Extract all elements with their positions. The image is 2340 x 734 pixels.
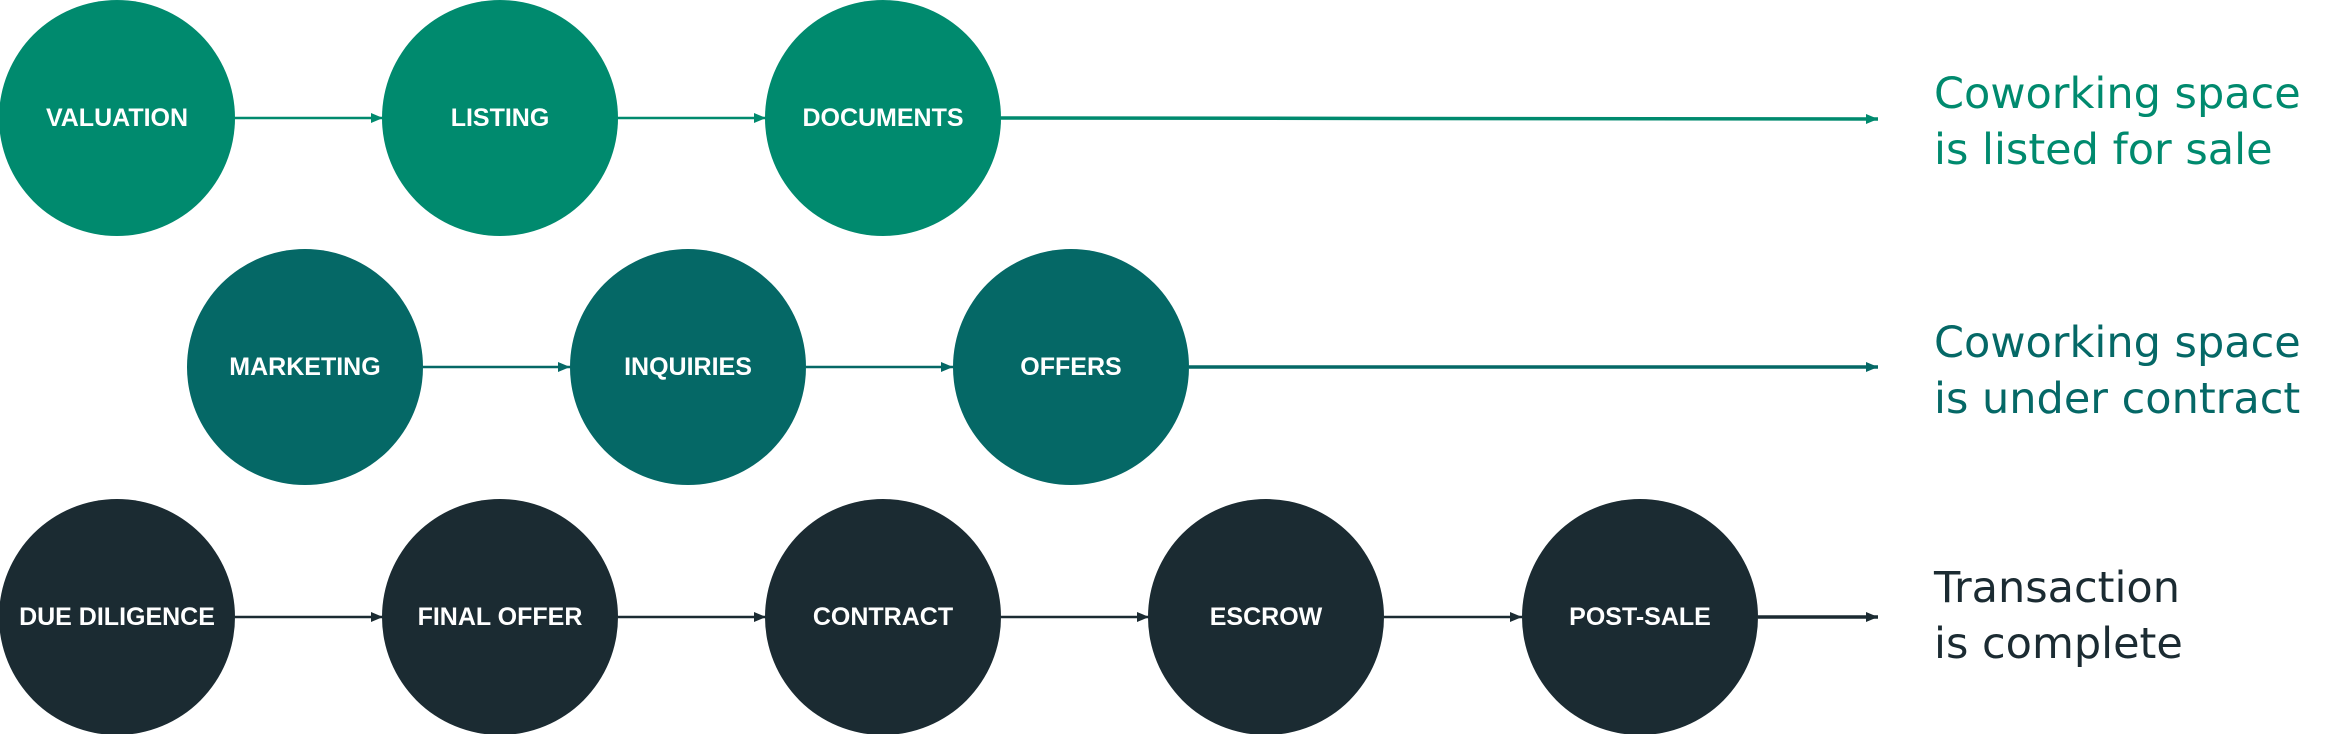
outcome-line: is complete	[1934, 619, 2183, 669]
outcome-transaction-complete: Transaction is complete	[1934, 560, 2183, 672]
stage-node-final-offer: FINAL OFFER	[382, 499, 618, 734]
stage-circle	[1522, 499, 1758, 734]
outcome-under-contract: Coworking space is under contract	[1934, 315, 2301, 427]
stage-label: MARKETING	[229, 353, 380, 381]
stage-node-due-diligence: DUE DILIGENCE	[0, 499, 235, 734]
stage-label: VALUATION	[46, 104, 188, 132]
stage-circle	[953, 249, 1189, 485]
outcome-line: is listed for sale	[1934, 125, 2273, 175]
stage-label: FINAL OFFER	[418, 603, 583, 631]
stage-label: POST-SALE	[1569, 603, 1711, 631]
stage-circle	[765, 499, 1001, 734]
outcome-line: Transaction	[1934, 563, 2180, 613]
stage-circle	[382, 0, 618, 236]
stage-node-escrow: ESCROW	[1148, 499, 1384, 734]
outcome-line: is under contract	[1934, 374, 2301, 424]
stage-node-listing: LISTING	[382, 0, 618, 236]
outcome-line: Coworking space	[1934, 318, 2301, 368]
stage-node-offers: OFFERS	[953, 249, 1189, 485]
stage-circle	[0, 0, 235, 236]
stage-label: DUE DILIGENCE	[19, 603, 215, 631]
row-under-contract: MARKETING INQUIRIES OFFERS	[187, 249, 1878, 485]
outcome-arrow	[1000, 113, 1879, 124]
stage-label: DOCUMENTS	[802, 104, 963, 132]
stage-node-marketing: MARKETING	[187, 249, 423, 485]
stage-circle	[1148, 499, 1384, 734]
stage-label: ESCROW	[1210, 603, 1323, 631]
outcome-line: Coworking space	[1934, 69, 2301, 119]
stage-circle	[765, 0, 1001, 236]
stage-circle	[570, 249, 806, 485]
stage-node-documents: DOCUMENTS	[765, 0, 1001, 236]
stage-label: LISTING	[451, 104, 550, 132]
stage-circle	[187, 249, 423, 485]
outcome-listed-for-sale: Coworking space is listed for sale	[1934, 66, 2301, 178]
stage-node-inquiries: INQUIRIES	[570, 249, 806, 485]
stage-node-post-sale: POST-SALE	[1522, 499, 1758, 734]
stage-node-contract: CONTRACT	[765, 499, 1001, 734]
stage-circle	[0, 499, 235, 734]
row-transaction-complete: DUE DILIGENCE FINAL OFFER CONTRACT ESCRO…	[0, 499, 1878, 734]
stage-label: OFFERS	[1020, 353, 1121, 381]
stage-circle	[382, 499, 618, 734]
stage-node-valuation: VALUATION	[0, 0, 235, 236]
stage-label: CONTRACT	[813, 603, 953, 631]
stage-label: INQUIRIES	[624, 353, 752, 381]
row-listed-for-sale: VALUATION LISTING DOCUMENTS	[0, 0, 1879, 236]
